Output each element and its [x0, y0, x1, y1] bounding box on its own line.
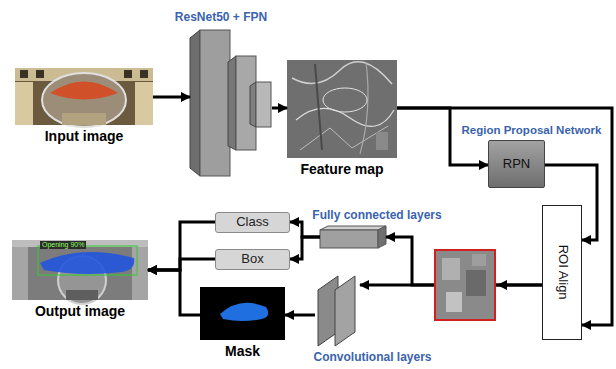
roi-feature-patch	[497, 280, 507, 290]
flow-arrow	[397, 108, 488, 165]
node-label: Class	[236, 215, 269, 229]
input-photo	[140, 70, 148, 78]
fully-connected-block	[320, 230, 378, 248]
roi-feature-patch	[472, 254, 486, 266]
flow-arrow	[148, 222, 215, 270]
roi-feature-patch	[466, 270, 486, 296]
output-photo	[40, 252, 134, 274]
node-heading: Convolutional layers	[313, 351, 431, 364]
backbone-layer-stack	[190, 30, 271, 176]
node-heading: Input image	[45, 129, 124, 144]
feature-map: Feature map	[287, 60, 397, 158]
mask-image	[200, 287, 285, 340]
input-photo	[20, 70, 28, 78]
convolution-plates	[318, 276, 338, 346]
roi-feature-patch	[435, 250, 507, 320]
feature-map-image	[296, 108, 394, 126]
output-photo	[132, 247, 148, 300]
node-heading: Region Proposal Network	[462, 124, 602, 137]
fully-connected-block	[378, 226, 386, 248]
input-photo	[62, 113, 106, 125]
backbone-layer-stack	[250, 82, 256, 127]
node-label: RPN	[503, 157, 530, 171]
feature-map-image	[292, 62, 392, 84]
mask-image	[200, 287, 285, 340]
backbone-layer-stack	[256, 82, 271, 127]
feature-map-image	[376, 132, 388, 150]
node-heading: Output image	[35, 304, 125, 319]
convolution-plates	[318, 276, 355, 346]
fully-connected-layers: Fully connected layers	[320, 226, 386, 250]
backbone-layer-stack	[228, 56, 236, 150]
feature-map-image	[315, 64, 322, 150]
input-photo	[124, 70, 132, 78]
feature-map-image	[287, 60, 397, 158]
input-photo	[42, 73, 126, 127]
input-photo	[50, 82, 118, 100]
output-photo	[66, 290, 98, 300]
node-label: Box	[241, 252, 263, 266]
feature-map-image	[300, 126, 388, 150]
backbone-layer-stack	[200, 30, 230, 176]
flow-arrow	[148, 270, 200, 315]
mask-image: Mask	[200, 287, 285, 340]
detection-score: Opening 90%	[40, 241, 86, 249]
feature-map-image	[360, 62, 368, 154]
backbone-layer-stack	[236, 56, 256, 150]
roi-feature-patch	[435, 250, 495, 320]
output-photo	[58, 256, 106, 304]
input-photo	[15, 68, 153, 127]
fully-connected-block	[320, 226, 386, 248]
input-photo	[15, 68, 153, 81]
roi-align-box: ROI Align	[542, 205, 582, 340]
class-box: Class	[215, 212, 290, 233]
flow-arrow	[153, 96, 190, 99]
mask-image	[220, 303, 268, 321]
flow-arrow	[360, 284, 542, 287]
feature-map-image	[287, 60, 397, 158]
node-label: ROI Align	[555, 245, 569, 300]
input-image: Input image	[15, 68, 153, 125]
fully-connected-block	[320, 226, 386, 230]
node-heading: Fully connected layers	[312, 209, 441, 222]
flow-arrow	[290, 222, 320, 237]
output-image: Output image	[12, 240, 148, 300]
node-heading: Feature map	[300, 162, 383, 177]
backbone-layer-stack	[190, 30, 200, 176]
rpn-box: Region Proposal NetworkRPN	[488, 140, 545, 188]
feature-map-image	[323, 88, 367, 112]
input-photo	[36, 70, 44, 78]
convolutional-layers: Convolutional layers	[315, 275, 360, 347]
backbone-layers: ResNet50 + FPN	[190, 28, 272, 178]
flow-arrow	[148, 259, 215, 270]
input-photo	[15, 68, 153, 125]
flow-arrow	[272, 107, 287, 110]
flow-arrow	[290, 237, 320, 259]
input-photo	[135, 82, 153, 125]
input-photo	[15, 82, 33, 125]
convolution-plates	[335, 276, 355, 346]
box-box: Box	[215, 249, 290, 270]
node-heading: ResNet50 + FPN	[175, 11, 267, 24]
output-photo	[38, 246, 137, 275]
flow-arrow	[386, 237, 542, 285]
roi-feature-patch	[442, 258, 460, 280]
node-heading: Mask	[225, 344, 260, 359]
output-photo	[12, 240, 148, 304]
roi-feature-patch	[435, 250, 495, 320]
flow-arrow	[285, 314, 315, 317]
output-photo	[12, 240, 148, 300]
output-photo	[12, 247, 28, 300]
roi-feature-patch	[446, 292, 462, 312]
